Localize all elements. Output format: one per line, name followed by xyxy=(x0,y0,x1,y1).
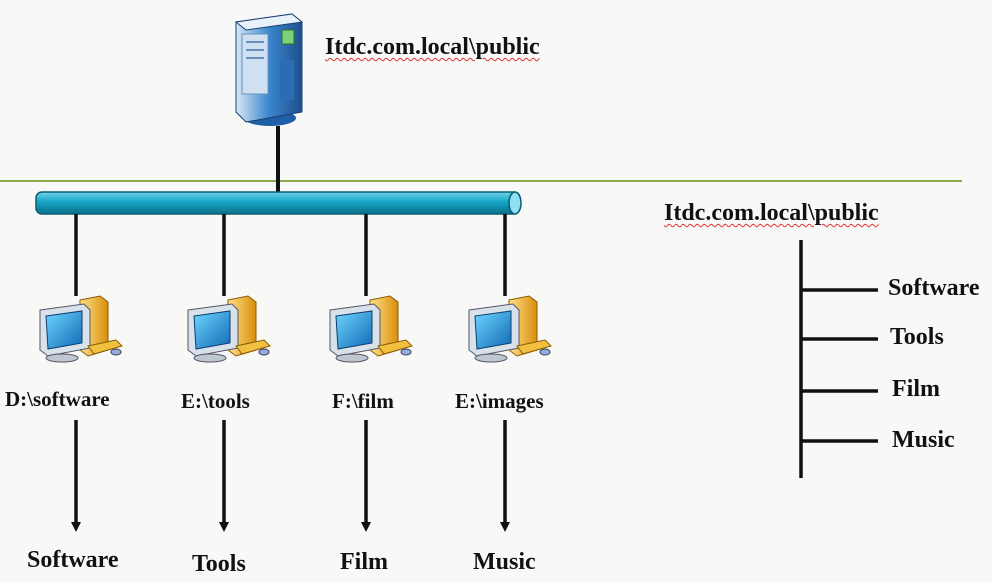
tree-root-label: Itdc.com.local\public xyxy=(664,200,879,226)
drive-label-film: F:\film xyxy=(332,389,394,413)
workstation-icon xyxy=(39,295,123,363)
server-share-label: Itdc.com.local\public xyxy=(325,34,540,60)
folder-label-music: Music xyxy=(473,549,536,575)
server-tower-icon xyxy=(234,13,304,126)
drive-label-images: E:\images xyxy=(455,389,544,413)
network-bus xyxy=(35,191,522,215)
folder-label-film: Film xyxy=(340,549,388,575)
folder-tree xyxy=(799,240,878,478)
workstation-group xyxy=(39,214,552,532)
tree-child-tools: Tools xyxy=(890,324,944,350)
tree-child-film: Film xyxy=(892,376,940,402)
tree-child-software: Software xyxy=(888,275,980,301)
workstation-icon xyxy=(468,295,552,363)
drive-label-software: D:\software xyxy=(5,387,110,411)
folder-label-software: Software xyxy=(27,547,119,573)
drive-label-tools: E:\tools xyxy=(181,389,250,413)
workstation-icon xyxy=(187,295,271,363)
folder-label-tools: Tools xyxy=(192,551,246,577)
tree-child-music: Music xyxy=(892,427,955,453)
workstation-icon xyxy=(329,295,413,363)
